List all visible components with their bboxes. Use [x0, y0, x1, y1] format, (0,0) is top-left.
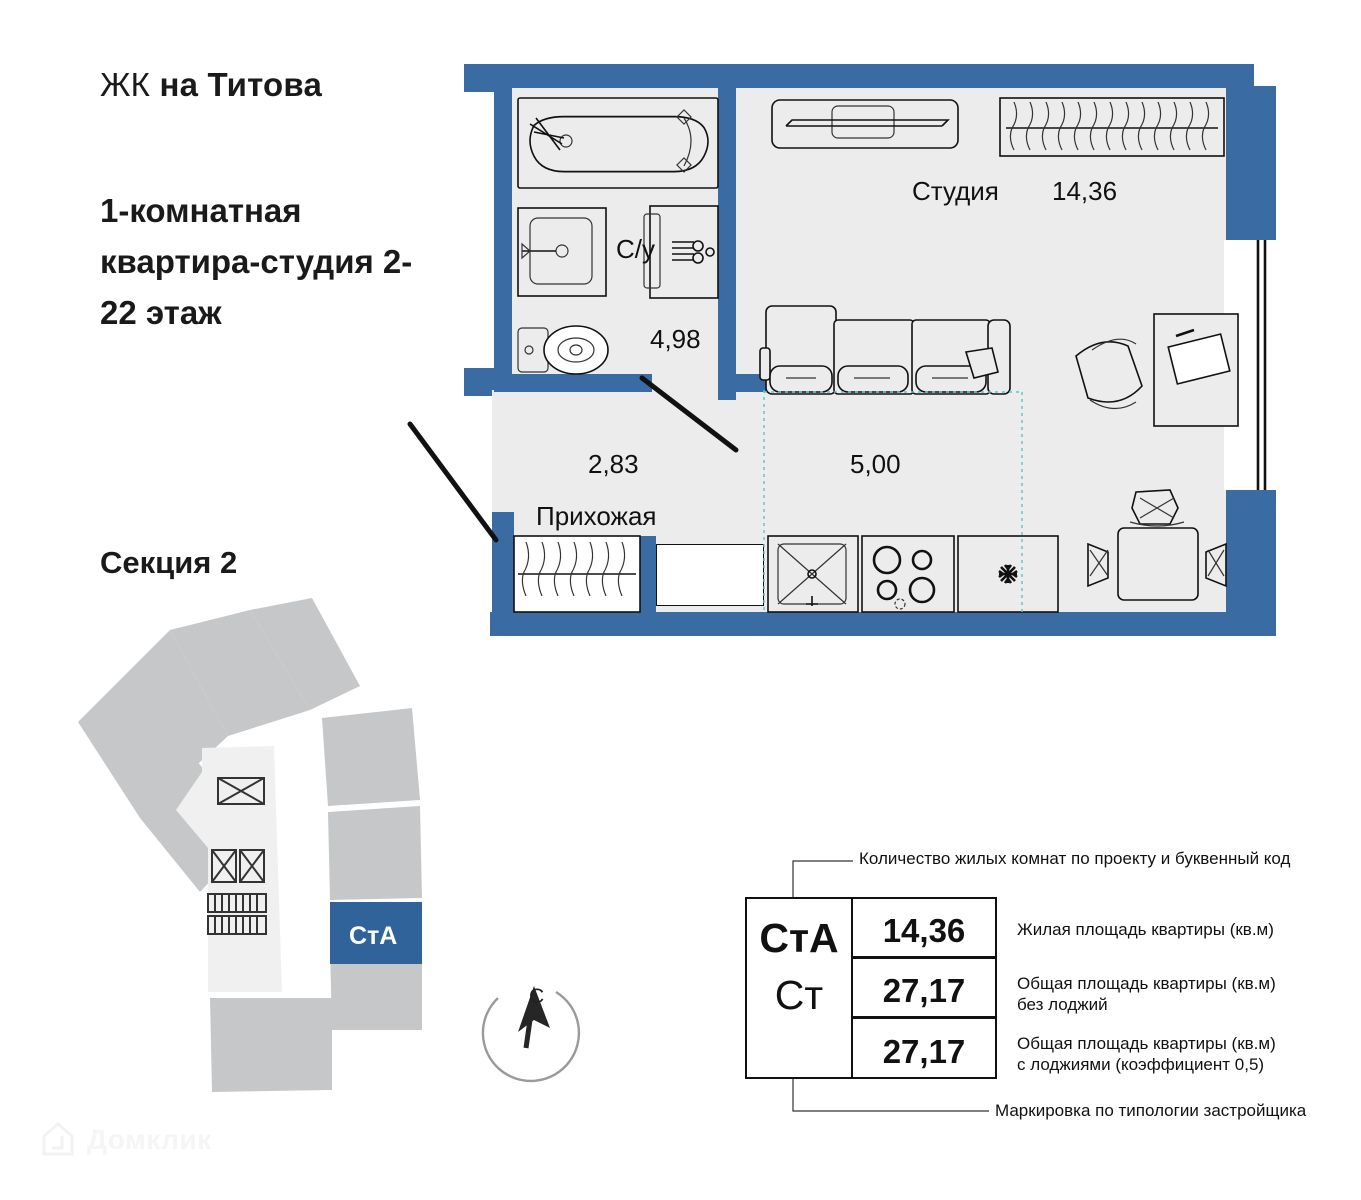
bathtub-icon — [517, 97, 719, 189]
wall-right-bottom-stub — [1224, 594, 1276, 636]
legend-desc-3-line1: Общая площадь квартиры (кв.м) — [1017, 1034, 1276, 1053]
wall-left-lower — [464, 364, 494, 396]
minimap-marker-rect — [330, 902, 422, 964]
tv-stand-icon — [771, 99, 959, 149]
legend-value-cell-1: 14,36 — [851, 897, 997, 958]
left-notch — [464, 92, 496, 368]
legend-callout-lines — [792, 860, 989, 1112]
wall-right-upper — [1224, 86, 1276, 246]
legend-code-bottom: Ст — [774, 972, 824, 1018]
section-minimap — [78, 598, 422, 1092]
compass-north-letter: С — [529, 985, 545, 1008]
legend-note-bottom: Маркировка по типологии застройщика — [995, 1101, 1307, 1120]
legend-desc-1: Жилая площадь квартиры (кв.м) — [1017, 920, 1274, 939]
domclick-watermark: Домклик — [38, 1118, 288, 1162]
legend-desc-3-line2: с лоджиями (коэффициент 0,5) — [1017, 1055, 1265, 1074]
label-kitchen-area: 5,00 — [850, 449, 901, 479]
label-bathroom-name: С/у — [616, 234, 655, 264]
domclick-watermark-text: Домклик — [87, 1124, 212, 1155]
domclick-logo-icon — [42, 1122, 74, 1156]
entrance-door-swing — [407, 421, 499, 543]
washing-machine-icon — [643, 205, 719, 299]
compass-rose — [481, 986, 581, 1083]
desk-chair-icon — [1075, 313, 1239, 427]
label-studio-name: Студия — [912, 176, 999, 206]
minimap-marker-label: СтА — [349, 922, 398, 950]
sofa-icon — [759, 305, 1011, 395]
legend-code-cell: СтА Ст — [745, 897, 853, 1079]
wall-left-upper — [464, 64, 494, 94]
wall-top — [464, 64, 1254, 88]
bathroom-door-swing — [639, 375, 739, 453]
legend-value-1: 14,36 — [882, 912, 966, 949]
dining-table-icon — [1087, 489, 1227, 601]
kitchen-sink-icon — [767, 535, 859, 613]
legend-desc-2-line1: Общая площадь квартиры (кв.м) — [1017, 974, 1276, 993]
wall-bath-left — [494, 88, 512, 390]
legend-value-cell-3: 27,17 — [851, 1017, 997, 1079]
legend-value-cell-2: 27,17 — [851, 957, 997, 1018]
zone-divider-dotted — [763, 390, 1023, 612]
legend-code-top: СтА — [759, 915, 839, 961]
legend-desc-2-line2: без лоджий — [1017, 995, 1108, 1014]
window-right-glazing — [1256, 240, 1267, 490]
wall-bottom — [490, 612, 1254, 636]
wall-entry-bottom-seg — [640, 536, 656, 614]
wall-top-right-stub — [1224, 64, 1254, 88]
sink-icon — [517, 207, 607, 297]
fridge-icon — [957, 535, 1059, 613]
legend-note-top: Количество жилых комнат по проекту и бук… — [859, 849, 1291, 868]
complex-title-prefix: ЖК — [100, 66, 160, 103]
label-hall-area: 2,83 — [588, 449, 639, 479]
legend-value-2: 27,17 — [882, 972, 966, 1009]
wall-bath-right — [718, 88, 736, 400]
complex-title: ЖК на Титова — [100, 66, 322, 104]
legend-block: СтА Ст 14,36 27,17 27,17 Жилая площадь к… — [745, 845, 1307, 1135]
label-bathroom-area: 4,98 — [650, 324, 701, 354]
wall-hall-kitchen-divider — [718, 374, 766, 392]
floor-plan: С/у 4,98 — [464, 64, 1276, 636]
wall-entry-left — [492, 512, 514, 612]
label-studio-area: 14,36 — [1052, 176, 1118, 206]
wardrobe-hall-icon — [513, 535, 641, 613]
apartment-type-title: 1-комнатная квартира-студия 2-22 этаж — [100, 192, 413, 331]
complex-title-name: на Титова — [159, 66, 322, 103]
section-title: Секция 2 — [100, 545, 238, 580]
label-hall-name: Прихожая — [536, 501, 657, 531]
toilet-icon — [517, 325, 609, 375]
entry-door-panel — [656, 544, 764, 606]
legend-value-3: 27,17 — [882, 1033, 966, 1070]
stove-icon — [861, 535, 955, 613]
wardrobe-studio-icon — [999, 97, 1225, 157]
wall-bath-bottom — [494, 374, 652, 392]
